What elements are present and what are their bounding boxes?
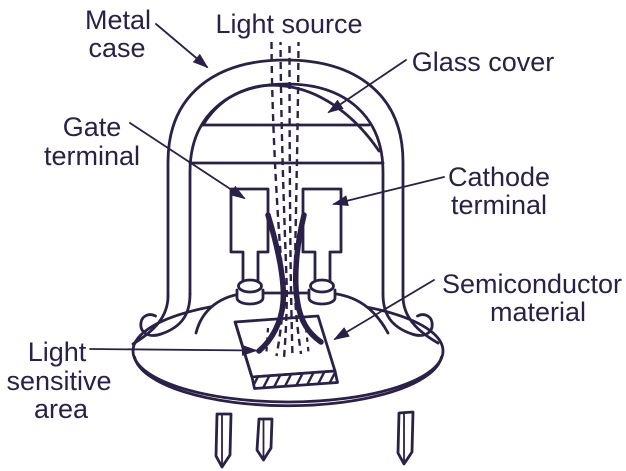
gate-standoff-cap (237, 278, 263, 294)
label-light-sensitive-line3: area (34, 394, 89, 424)
light-ray (288, 41, 294, 359)
light-ray (293, 41, 303, 355)
label-metal-case-line1: Metal (85, 5, 151, 35)
light-ray (279, 41, 288, 359)
label-gate-terminal-line2: terminal (44, 141, 140, 171)
hatch-line (314, 371, 331, 389)
connecting-wires (256, 212, 324, 354)
hatch-line (270, 371, 287, 389)
label-light-sensitive-line2: sensitive (6, 366, 111, 396)
light-ray-scatter-right (304, 327, 310, 353)
lead-pins (214, 410, 415, 469)
lead-pin-middle (255, 417, 274, 462)
cathode-standoff-base (307, 288, 337, 306)
glass-cover-dome (188, 82, 385, 296)
base-disc-thickness (133, 355, 443, 408)
label-semiconductor-line1: Semiconductor (442, 269, 622, 299)
cathode-terminal-post (301, 187, 343, 306)
gate-wire (256, 212, 287, 354)
gate-terminal-body (229, 187, 270, 283)
label-light-source: Light source (215, 9, 362, 39)
glass-inner-surface-arc (201, 83, 381, 153)
label-light-sensitive-line1: Light (28, 337, 87, 367)
pointer-arrows (89, 23, 445, 356)
rim-curl-left (139, 292, 192, 337)
label-metal-case-line2: case (88, 33, 145, 63)
cathode-terminal-body (301, 187, 343, 283)
label-cathode-terminal-line2: terminal (451, 190, 547, 220)
cathode-wire (292, 212, 324, 345)
label-cathode-terminal-line1: Cathode (448, 162, 550, 192)
pointer-arrow-glass-cover (327, 59, 407, 114)
mount-platform-edge (194, 291, 390, 335)
metal-case-dome (166, 58, 405, 298)
lead-pin-right (396, 410, 415, 466)
case-flare-right (401, 294, 440, 345)
light-beam-dashes (265, 41, 310, 359)
hatch-line (281, 371, 298, 389)
metal-case-outline (166, 58, 405, 298)
glass-dome-outline (188, 82, 385, 296)
pointer-arrow-cathode-terminal (332, 176, 445, 207)
gate-terminal-post (229, 187, 270, 306)
pointer-arrow-metal-case (155, 23, 209, 69)
pointer-arrow-gate-terminal (129, 122, 246, 200)
gate-standoff-base (235, 288, 265, 306)
pointer-arrow-light-sensitive-area (89, 344, 258, 356)
light-ray (270, 41, 285, 357)
labels: Metal case Light source Glass cover Gate… (6, 5, 622, 424)
pointer-arrow-semiconductor (333, 279, 435, 341)
label-gate-terminal-line1: Gate (63, 112, 122, 142)
label-glass-cover: Glass cover (412, 47, 555, 77)
rim-curl-right (381, 292, 434, 337)
lead-pin-left (214, 412, 233, 469)
label-semiconductor-line2: material (490, 297, 586, 327)
cathode-standoff-cap (309, 278, 335, 294)
